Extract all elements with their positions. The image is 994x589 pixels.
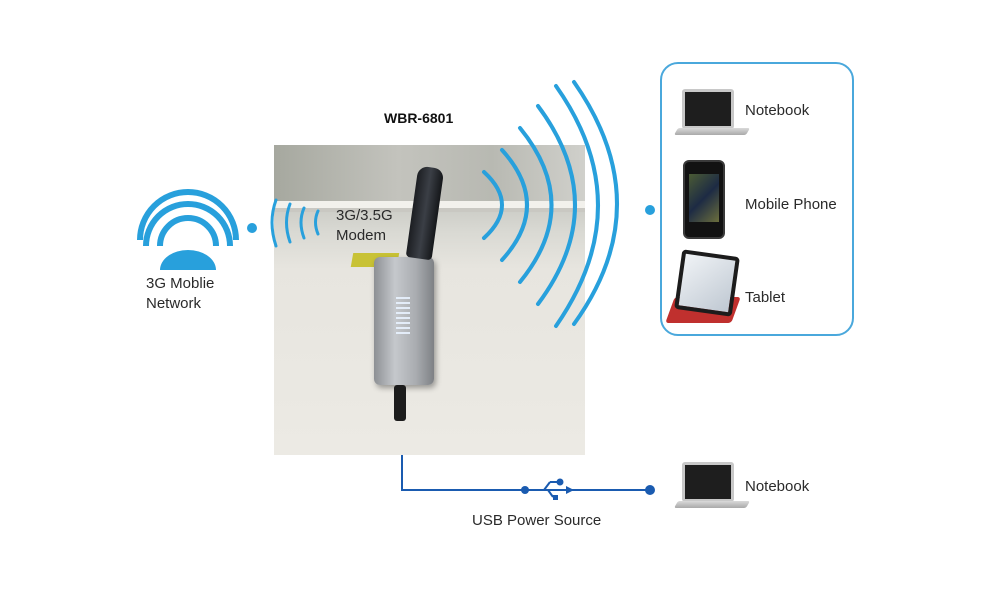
usb-power-label: USB Power Source	[472, 512, 602, 529]
router-led-display	[396, 297, 410, 337]
wireless-client-label-1: Mobile Phone	[745, 196, 837, 213]
device-title: WBR-6801	[384, 110, 454, 126]
wireless-client-label-0: Notebook	[745, 102, 810, 119]
network-label-line1: 3G Moblie	[146, 275, 215, 292]
usb-plug	[394, 385, 406, 421]
tablet-icon	[664, 249, 742, 327]
mobile-phone-icon	[683, 160, 725, 239]
modem-label: 3G/3.5G Modem	[336, 206, 393, 246]
wired-client-label: Notebook	[745, 478, 810, 495]
router-device	[374, 257, 434, 385]
network-label-line2: Network	[146, 295, 202, 312]
wireless-clients-panel	[660, 62, 854, 336]
notebook-icon	[673, 89, 751, 141]
wired-notebook-icon	[673, 462, 751, 514]
wireless-client-label-2: Tablet	[745, 289, 786, 306]
network-label: 3G Moblie Network	[146, 274, 214, 314]
usb-icon	[535, 478, 574, 500]
modem-label-line1: 3G/3.5G	[336, 207, 393, 224]
modem-label-line2: Modem	[336, 227, 387, 244]
product-photo	[274, 145, 585, 455]
